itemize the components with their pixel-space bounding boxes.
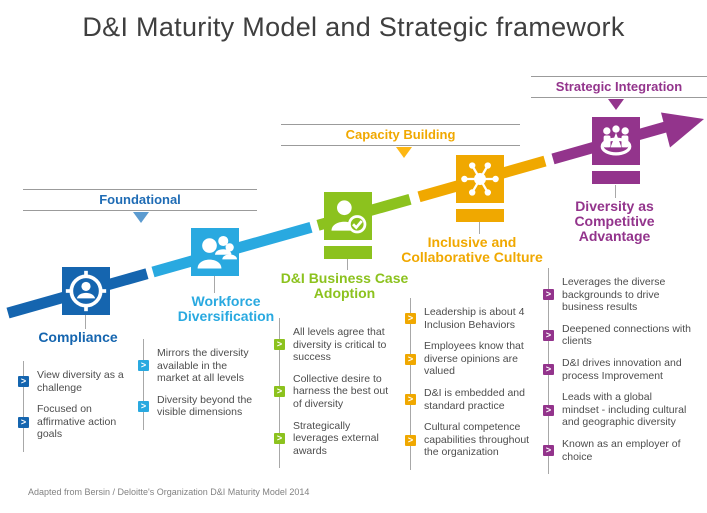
bullet-text: Employees know that diverse opinions are… [424, 340, 524, 378]
arrow-head-icon [661, 112, 704, 148]
stage-heading-compliance: Compliance [38, 329, 118, 345]
stage-heading-business-case: D&I Business Case Adoption [280, 270, 409, 302]
connector-line [347, 259, 348, 270]
bullet-text: Deepened connections with clients [562, 322, 692, 348]
connector-line [615, 185, 616, 198]
bullet-item: Leverages the diverse backgrounds to dri… [543, 276, 691, 314]
phase-capacity-building: Capacity Building [281, 124, 520, 158]
bullet-item: Cultural competence capabilities through… [405, 421, 531, 459]
person-target-icon [65, 270, 107, 312]
phase-strategic-integration: Strategic Integration [531, 76, 707, 110]
tile-base [592, 171, 640, 184]
bullet-item: Employees know that diverse opinions are… [405, 340, 531, 378]
bullet-text: View diversity as a challenge [37, 369, 124, 394]
bullet-text: Leverages the diverse backgrounds to dri… [562, 276, 666, 314]
bullet-list-compliance: View diversity as a challengeFocused on … [18, 361, 132, 452]
chevron-icon [274, 339, 285, 351]
bullet-text: D&I is embedded and standard practice [424, 386, 525, 412]
bullet-item: All levels agree that diversity is criti… [274, 326, 398, 364]
business-case-tile [324, 192, 372, 240]
bullet-item: Mirrors the diversity available in the m… [138, 347, 260, 385]
tile-base [456, 209, 504, 222]
chevron-icon [274, 386, 285, 398]
bullet-text: D&I drives innovation and process Improv… [562, 356, 682, 382]
bullet-list-business-case: All levels agree that diversity is criti… [274, 317, 398, 469]
chevron-icon [405, 434, 416, 446]
bullet-text: Known as an employer of choice [562, 437, 681, 463]
chevron-icon [405, 394, 416, 406]
connector-line [479, 222, 480, 234]
connector-line [214, 276, 215, 293]
chevron-icon [405, 313, 416, 325]
phase-label: Foundational [99, 192, 181, 207]
chevron-icon [543, 445, 554, 457]
chevron-icon [138, 400, 149, 412]
people-group-icon [197, 235, 237, 269]
chevron-icon [543, 364, 554, 376]
workforce-tile [191, 228, 239, 276]
rule-line [281, 124, 520, 125]
bullet-text: Collective desire to harness the best ou… [293, 372, 389, 410]
team-cycle-icon [600, 125, 632, 156]
bullet-item: Diversity beyond the visible dimensions [138, 394, 260, 419]
chevron-icon [138, 360, 149, 372]
phase-label: Capacity Building [345, 127, 456, 142]
chevron-icon [543, 404, 554, 416]
chevron-icon [18, 376, 29, 388]
chevron-icon [274, 432, 285, 444]
rule-line [531, 76, 707, 77]
phase-foundational: Foundational [23, 189, 257, 223]
stage-heading-culture: Inclusive and Collaborative Culture [401, 234, 543, 266]
rule-line [23, 210, 257, 211]
bullet-text: Leadership is about 4 Inclusion Behavior… [424, 306, 525, 331]
culture-tile [456, 155, 504, 203]
bullet-item: D&I drives innovation and process Improv… [543, 357, 691, 382]
chevron-icon [18, 416, 29, 428]
rule-line [531, 97, 707, 98]
stage-heading-workforce: Workforce Diversification [177, 293, 275, 325]
source-footnote: Adapted from Bersin / Deloitte's Organiz… [28, 487, 310, 497]
person-check-icon [331, 200, 367, 234]
page-title: D&I Maturity Model and Strategic framewo… [82, 12, 625, 42]
phase-label: Strategic Integration [555, 79, 683, 94]
bullet-list-culture: Leadership is about 4 Inclusion Behavior… [405, 298, 531, 470]
rule-line [23, 189, 257, 190]
down-triangle-icon [133, 212, 149, 223]
chevron-icon [543, 329, 554, 341]
bullet-item: Deepened connections with clients [543, 323, 691, 348]
chevron-icon [543, 289, 554, 301]
bullet-item: Strategically leverages external awards [274, 420, 398, 458]
down-triangle-icon [608, 99, 624, 110]
bullet-item: Collective desire to harness the best ou… [274, 373, 398, 411]
bullet-text: Diversity beyond the visible dimensions [157, 393, 253, 419]
bullet-text: Cultural competence capabilities through… [424, 421, 530, 459]
bullet-text: All levels agree that diversity is criti… [293, 326, 387, 364]
rule-line [281, 145, 520, 146]
bullet-text: Focused on affirmative action goals [37, 403, 117, 441]
network-hub-icon [461, 162, 499, 196]
bullet-item: Focused on affirmative action goals [18, 403, 132, 441]
bullet-text: Strategically leverages external awards [293, 419, 379, 457]
stage-heading-advantage: Diversity as Competitive Advantage [574, 198, 655, 245]
tile-base [324, 246, 372, 259]
bullet-item: Leadership is about 4 Inclusion Behavior… [405, 306, 531, 331]
bullet-item: Known as an employer of choice [543, 438, 691, 463]
down-triangle-icon [396, 147, 412, 158]
bullet-item: D&I is embedded and standard practice [405, 387, 531, 412]
bullet-item: Leads with a global mindset - including … [543, 391, 691, 429]
connector-line [85, 315, 86, 329]
bullet-list-advantage: Leverages the diverse backgrounds to dri… [543, 267, 691, 475]
compliance-tile [62, 267, 110, 315]
bullet-item: View diversity as a challenge [18, 369, 132, 394]
advantage-tile [592, 117, 640, 165]
chevron-icon [405, 353, 416, 365]
bullet-text: Mirrors the diversity available in the m… [157, 347, 249, 385]
bullet-text: Leads with a global mindset - including … [562, 391, 687, 429]
bullet-list-workforce: Mirrors the diversity available in the m… [138, 339, 260, 430]
